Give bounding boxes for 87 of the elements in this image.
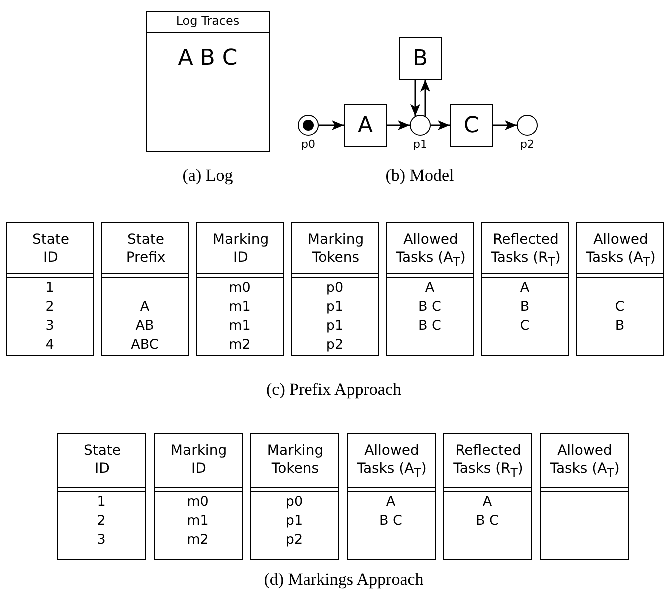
table-cell-text: ABC [131, 337, 159, 353]
place-name: p0 [302, 138, 316, 151]
table-cell-text: A [425, 280, 435, 296]
table-cell-text: 2 [46, 299, 54, 315]
table-cell-text: p1 [326, 318, 344, 334]
table-column [481, 222, 569, 356]
trace-text: A B C [178, 46, 238, 71]
transition-box [399, 37, 442, 80]
transition-box [450, 104, 493, 147]
table-cell-text: 3 [46, 318, 54, 334]
table-column [250, 433, 339, 560]
table-cell-text: C [615, 299, 625, 315]
table-column [346, 433, 436, 560]
column-header: State Prefix [125, 231, 167, 267]
column-header: State ID [82, 442, 122, 478]
table-cell-text: B C [380, 513, 402, 529]
table-cell-text: m1 [229, 318, 251, 334]
place-circle [298, 115, 319, 136]
table-cell-text: p1 [286, 513, 304, 529]
figure-caption: (a) Log [182, 166, 234, 186]
transition-label: B [412, 46, 428, 71]
table-column [6, 222, 94, 356]
column-header: Reflected Tasks (R$_{T}$) [452, 442, 524, 482]
column-header: Allowed Tasks (A$_{T}$) [549, 442, 621, 482]
figure-caption: (c) Prefix Approach [266, 380, 402, 400]
column-header: Marking Tokens [306, 231, 366, 267]
arrow [431, 120, 450, 130]
table-cell-text: B [520, 299, 530, 315]
table-column [386, 222, 474, 356]
table-cell-text: A [386, 494, 396, 510]
box-title: Log Traces [176, 14, 240, 28]
transition-label: A [358, 113, 374, 138]
table-column [443, 433, 532, 560]
transition-label: C [464, 113, 480, 138]
arrow [493, 120, 517, 130]
table-cell-text: m2 [187, 532, 209, 548]
table-cell-text: B C [418, 318, 442, 334]
place-circle [517, 115, 538, 136]
table-cell-text: p0 [326, 280, 344, 296]
table-cell-text: p2 [326, 337, 344, 353]
table-cell-text: m1 [187, 513, 209, 529]
table-cell-text: B C [476, 513, 499, 529]
figure-caption: (b) Model [386, 166, 454, 186]
table-cell-text: 1 [97, 494, 106, 510]
table-cell-text: 2 [97, 513, 106, 529]
table-cell-text: 1 [46, 280, 54, 296]
table-cell-text: m0 [229, 280, 251, 296]
place-circle [410, 115, 431, 136]
log-box [146, 11, 270, 152]
table-column [576, 222, 664, 356]
table-cell-text: 3 [97, 532, 106, 548]
table-cell-text: A [482, 494, 492, 510]
arrow [410, 80, 420, 116]
arrow [387, 120, 410, 130]
table-column [291, 222, 379, 356]
column-header: Marking ID [212, 231, 270, 267]
place-name: p2 [520, 138, 534, 151]
transition-box [344, 104, 387, 147]
column-header: Marking Tokens [266, 442, 325, 478]
column-header: Allowed Tasks (A$_{T}$) [395, 231, 467, 271]
table-cell-text: p2 [286, 532, 304, 548]
arrow [420, 80, 430, 116]
table-cell-text: p0 [286, 494, 304, 510]
table-cell-text: A [140, 299, 150, 315]
table-column [154, 433, 242, 560]
table-cell-text: C [520, 318, 530, 334]
table-column [57, 433, 146, 560]
table-cell-text: m1 [229, 299, 251, 315]
table-column [196, 222, 284, 356]
arrow [319, 120, 344, 130]
place-name: p1 [414, 138, 428, 151]
column-header: Marking ID [170, 442, 228, 478]
column-header: Allowed Tasks (A$_{T}$) [356, 442, 428, 482]
table-cell-text: A [520, 280, 530, 296]
table-cell-text: p1 [326, 299, 344, 315]
table-cell-text: m0 [187, 494, 209, 510]
column-header: Allowed Tasks (A$_{T}$) [585, 231, 657, 271]
column-header: Reflected Tasks (R$_{T}$) [490, 231, 562, 271]
table-cell-text: 4 [46, 337, 54, 353]
table-column [540, 433, 628, 560]
table-cell-text: B C [418, 299, 442, 315]
figure-caption: (d) Markings Approach [264, 570, 424, 590]
table-column [101, 222, 189, 356]
table-cell-text: B [615, 318, 625, 334]
column-header: State ID [31, 231, 71, 267]
table-cell-text: AB [136, 318, 154, 334]
table-cell-text: m2 [229, 337, 251, 353]
